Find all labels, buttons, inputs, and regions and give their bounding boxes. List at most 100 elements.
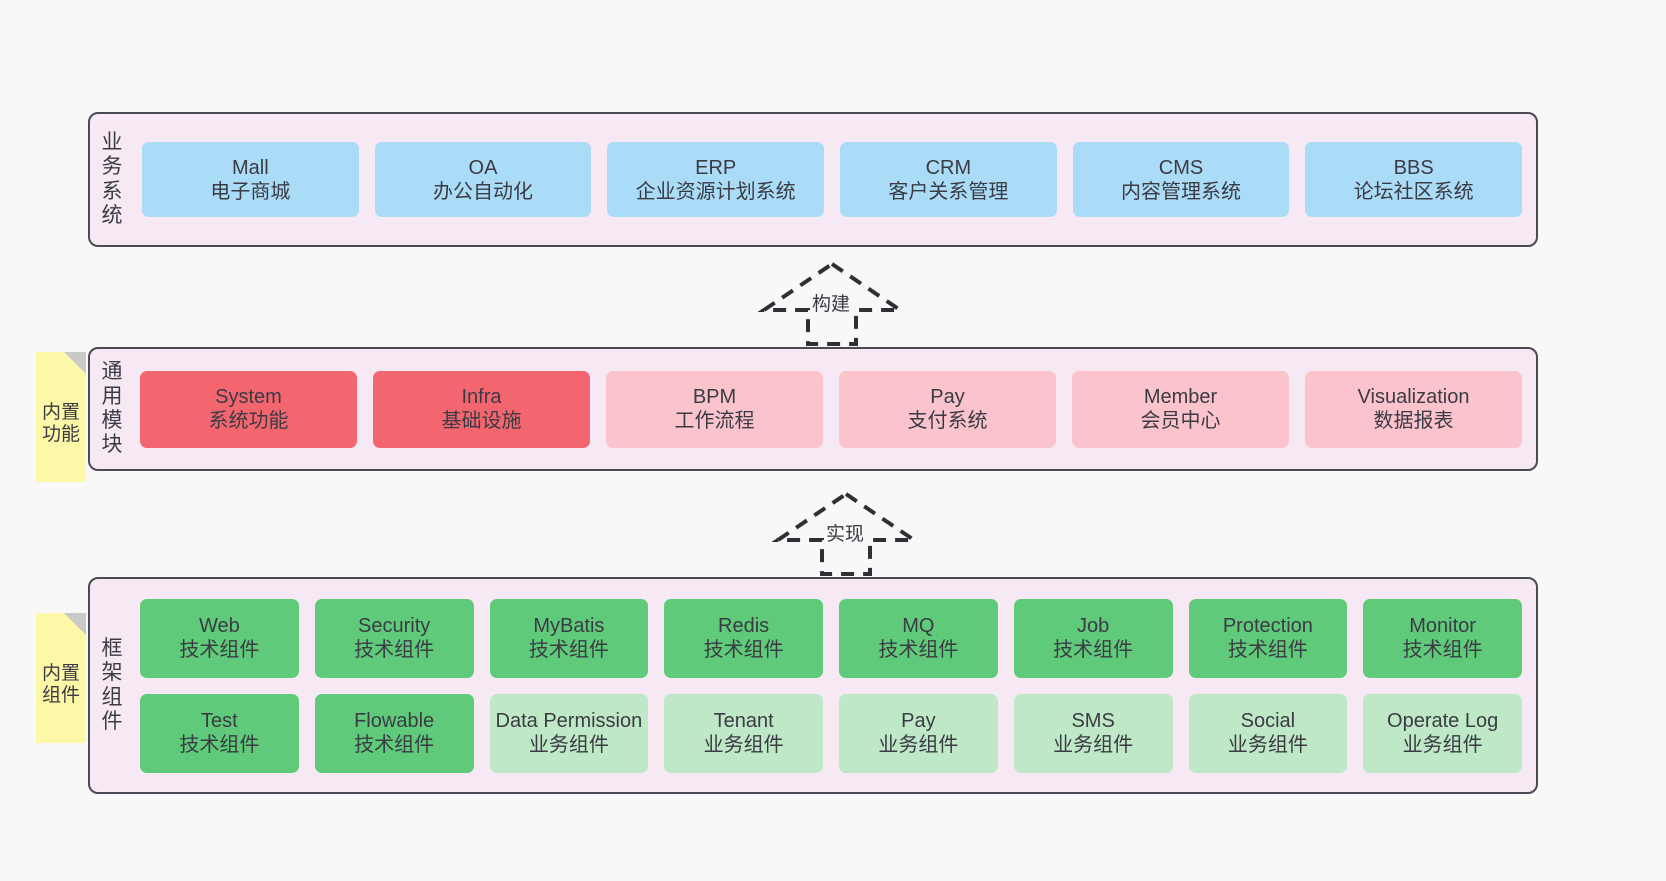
cell-desc: 客户关系管理 xyxy=(888,180,1009,203)
cell-desc: 技术组件 xyxy=(703,639,784,661)
cell-desc: 会员中心 xyxy=(1140,410,1221,432)
cell-desc: 业务组件 xyxy=(1227,734,1308,756)
build-arrow-icon xyxy=(752,258,912,346)
cell-desc: 技术组件 xyxy=(1053,639,1134,661)
layer-modules-title: 通用模块 xyxy=(101,360,123,457)
sticky-note-builtin-features: 内置功能 xyxy=(36,352,86,482)
build-arrow-label: 构建 xyxy=(812,294,851,315)
layer-framework-title: 框架组件 xyxy=(101,636,123,733)
cell-desc: 业务组件 xyxy=(1053,734,1134,756)
cell-name: Security xyxy=(358,615,431,637)
cell-desc: 企业资源计划系统 xyxy=(635,180,796,203)
cell-name: Flowable xyxy=(354,710,435,732)
cell-desc: 基础设施 xyxy=(441,410,522,432)
cell-name: Protection xyxy=(1222,615,1313,637)
cell-name: Member xyxy=(1143,386,1218,408)
cell-desc: 技术组件 xyxy=(179,639,260,661)
cell-name: MyBatis xyxy=(533,615,605,637)
cell-desc: 支付系统 xyxy=(907,410,988,432)
cell-name: SMS xyxy=(1071,710,1115,732)
cell-name: CRM xyxy=(925,156,972,179)
cell-desc: 系统功能 xyxy=(208,410,289,432)
implement-arrow-icon xyxy=(766,488,926,576)
cell-desc: 技术组件 xyxy=(179,734,260,756)
cell-name: Job xyxy=(1077,615,1110,637)
layer-business-title: 业务系统 xyxy=(101,130,123,227)
cell-name: ERP xyxy=(695,156,737,179)
sticky-note-builtin-components: 内置组件 xyxy=(36,613,86,743)
cell-name: BPM xyxy=(692,386,737,408)
sticky-note-text: 内置功能 xyxy=(41,401,80,445)
cell-name: MQ xyxy=(902,615,935,637)
cell-desc: 业务组件 xyxy=(528,734,609,756)
cell-desc: 内容管理系统 xyxy=(1121,180,1242,203)
cell-name: BBS xyxy=(1393,156,1434,179)
cell-desc: 技术组件 xyxy=(878,639,959,661)
cell-desc: 业务组件 xyxy=(703,734,784,756)
cell-desc: 论坛社区系统 xyxy=(1353,180,1474,203)
cell-desc: 工作流程 xyxy=(674,410,755,432)
cell-name: Monitor xyxy=(1409,615,1476,637)
cell-desc: 技术组件 xyxy=(354,734,435,756)
cell-name: Operate Log xyxy=(1387,710,1499,732)
cell-name: Web xyxy=(198,615,240,637)
cell-name: Pay xyxy=(901,710,936,732)
cell-name: System xyxy=(215,386,282,408)
cell-desc: 电子商城 xyxy=(210,180,291,203)
cell-name: Data Permission xyxy=(495,710,643,732)
cell-desc: 业务组件 xyxy=(878,734,959,756)
cell-name: Infra xyxy=(461,386,502,408)
sticky-fold-corner-icon xyxy=(64,352,86,374)
sticky-fold-corner-icon xyxy=(64,613,86,635)
cell-name: Tenant xyxy=(713,710,774,732)
cell-desc: 办公自动化 xyxy=(433,180,533,203)
cell-name: Social xyxy=(1240,710,1296,732)
cell-desc: 业务组件 xyxy=(1402,734,1483,756)
cell-name: CMS xyxy=(1158,156,1204,179)
cell-name: Pay xyxy=(930,386,965,408)
cell-name: Visualization xyxy=(1357,386,1470,408)
cell-name: Redis xyxy=(718,615,770,637)
implement-arrow-label: 实现 xyxy=(826,524,865,545)
cell-desc: 技术组件 xyxy=(354,639,435,661)
cell-desc: 技术组件 xyxy=(528,639,609,661)
cell-desc: 技术组件 xyxy=(1402,639,1483,661)
